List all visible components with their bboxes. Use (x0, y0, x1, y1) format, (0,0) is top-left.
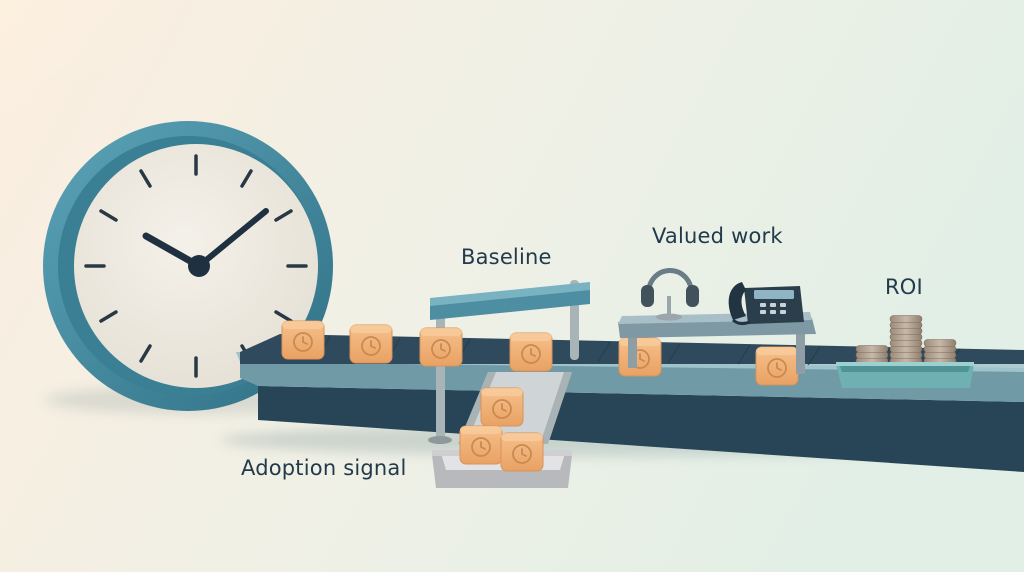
valued-work-label: Valued work (652, 224, 783, 248)
roi-tray (836, 362, 974, 388)
time-box-icon (349, 324, 393, 364)
time-box-icon (480, 387, 524, 427)
time-box-icon (509, 332, 553, 372)
light-glow (0, 0, 260, 200)
baseline-label: Baseline (461, 245, 552, 269)
desk-phone-icon (728, 282, 804, 326)
time-box-icon (618, 337, 662, 377)
time-box-icon (281, 320, 325, 360)
time-box-icon (500, 432, 544, 472)
time-box-icon (459, 425, 503, 465)
headset-icon (641, 268, 699, 321)
adoption-signal-label: Adoption signal (241, 456, 407, 480)
time-box-icon (419, 327, 463, 367)
time-box-icon (755, 346, 799, 386)
roi-label: ROI (885, 275, 923, 299)
